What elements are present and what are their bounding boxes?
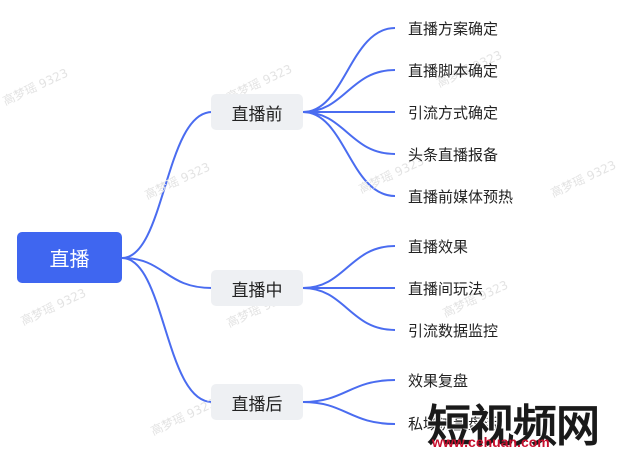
- connector-stage-2-leaf-1: [302, 245, 396, 289]
- site-logo: 短视频网 www.cehuan.com: [426, 390, 612, 458]
- site-logo-url: www.cehuan.com: [432, 434, 550, 450]
- stage-node-label: 直播中: [231, 280, 283, 301]
- leaf-node[interactable]: 直播前媒体预热: [408, 188, 514, 206]
- connector-root-stage-2: [121, 257, 213, 289]
- connector-stage-3-leaf-1: [302, 379, 396, 403]
- connector-root-stage-1: [121, 111, 213, 259]
- leaf-node[interactable]: 引流数据监控: [408, 322, 499, 340]
- leaf-node[interactable]: 私域流量盘活: [408, 415, 499, 433]
- root-node-label: 直播: [49, 247, 90, 271]
- connector-stage-3-leaf-2: [302, 401, 396, 425]
- connector-root-stage-3: [121, 257, 213, 403]
- stage-node-label: 直播前: [231, 104, 283, 125]
- leaf-node[interactable]: 引流方式确定: [408, 104, 499, 122]
- connector-stage-1-leaf-5: [302, 111, 396, 197]
- leaf-node[interactable]: 效果复盘: [408, 372, 469, 390]
- root-node[interactable]: 直播: [17, 232, 122, 283]
- leaf-node[interactable]: 直播方案确定: [408, 20, 499, 38]
- stage-node-label: 直播后: [231, 394, 283, 415]
- leaf-node[interactable]: 直播间玩法: [408, 280, 484, 298]
- stage-node-during[interactable]: 直播中: [211, 270, 303, 306]
- site-logo-title: 短视频网: [426, 400, 601, 453]
- stage-node-after[interactable]: 直播后: [211, 384, 303, 420]
- leaf-node[interactable]: 头条直播报备: [408, 146, 499, 164]
- connector-stage-1-leaf-4: [302, 111, 396, 155]
- connector-stage-1-leaf-1: [302, 27, 396, 113]
- connector-stage-1-leaf-2: [302, 69, 396, 113]
- leaf-node[interactable]: 直播效果: [408, 238, 469, 256]
- connector-stage-2-leaf-3: [302, 287, 396, 331]
- leaf-node[interactable]: 直播脚本确定: [408, 62, 499, 80]
- stage-node-before[interactable]: 直播前: [211, 94, 303, 130]
